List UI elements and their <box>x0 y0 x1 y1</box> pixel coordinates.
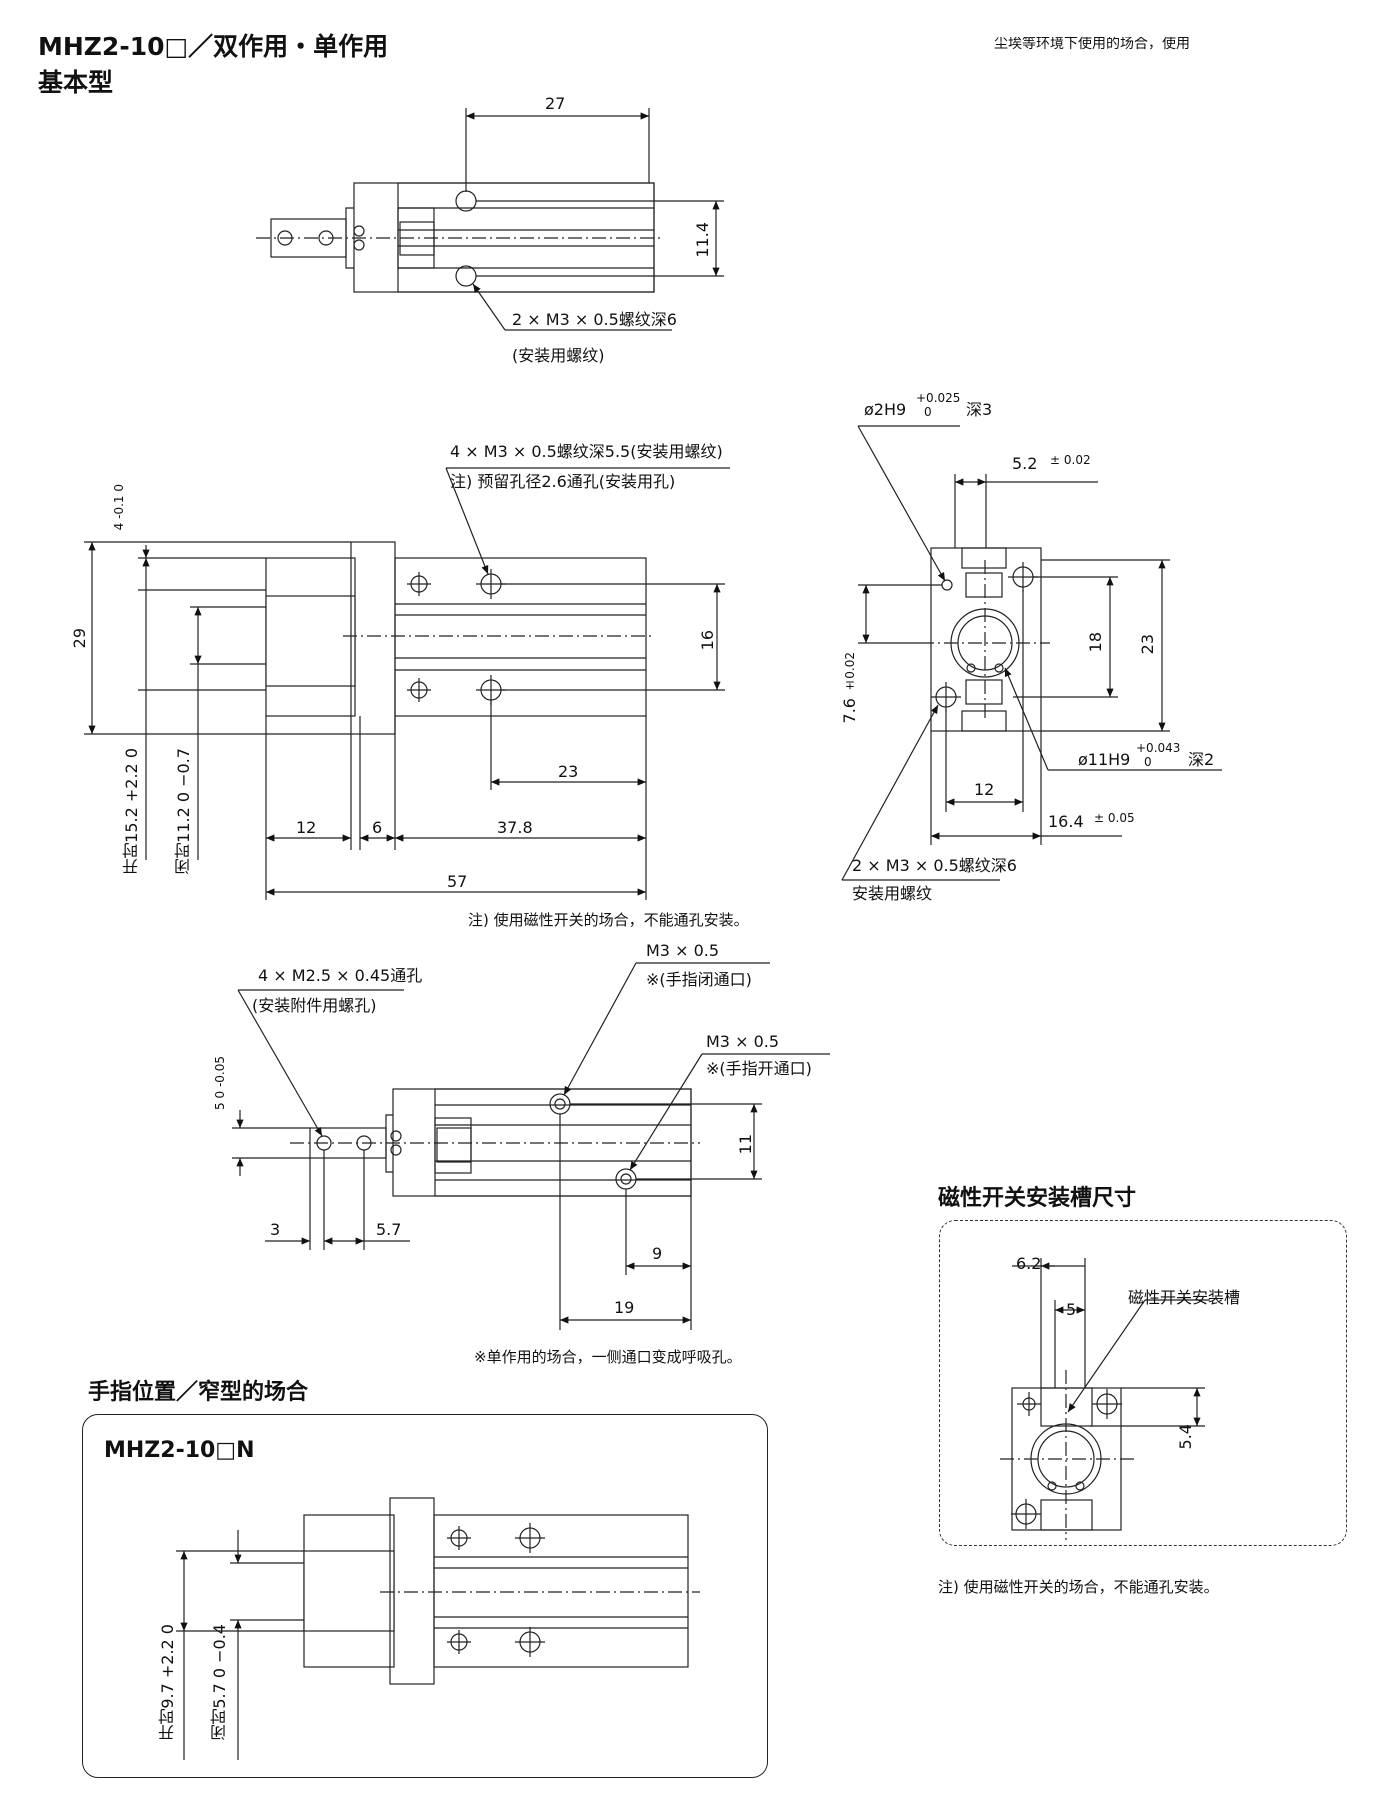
switch-dim-5: 5 <box>1066 1300 1077 1319</box>
bottom-port1-2: ※(手指闭通口) <box>646 970 752 989</box>
end-bore-tol-bot: 0 <box>1144 755 1152 769</box>
side-view-dims <box>84 467 730 900</box>
side-dim-57: 57 <box>447 872 468 891</box>
narrow-model: MHZ2-10□N <box>104 1438 255 1463</box>
model-subtitle: 基本型 <box>38 68 114 97</box>
end-bore-tol-top: +0.043 <box>1136 741 1181 755</box>
narrow-view-body <box>303 1497 700 1685</box>
cutoff-note: 尘埃等环境下使用的场合，使用 <box>994 37 1190 51</box>
end-dim-164-tol: ± 0.05 <box>1094 811 1135 825</box>
switch-footnote: 注) 使用磁性开关的场合，不能通孔安装。 <box>938 1578 1219 1596</box>
side-dim-16: 16 <box>698 630 717 651</box>
end-dim-12: 12 <box>974 780 995 799</box>
end-dim-23: 23 <box>1138 634 1157 655</box>
top-dim-27: 27 <box>545 94 566 113</box>
bottom-footnote: ※单作用的场合，一侧通口变成呼吸孔。 <box>474 1348 742 1366</box>
side-dim-tol4: 4 -0.1 0 <box>112 484 126 531</box>
end-bore-depth: 深2 <box>1188 750 1215 769</box>
end-note-2: 安装用螺纹 <box>852 884 933 903</box>
narrow-view-dims <box>176 1530 304 1760</box>
end-dim-164: 16.4 <box>1048 812 1084 831</box>
model-title: MHZ2-10□／双作用・单作用 <box>38 32 389 61</box>
end-dim-18: 18 <box>1086 632 1105 653</box>
end-hole-tol-top: +0.025 <box>916 391 961 405</box>
end-dim-52-tol: ± 0.02 <box>1050 453 1091 467</box>
side-dim-29: 29 <box>70 628 89 649</box>
side-callout-2: 注) 预留孔径2.6通孔(安装用孔) <box>450 472 676 491</box>
bottom-port2-1: M3 × 0.5 <box>706 1032 780 1051</box>
bottom-dim-9: 9 <box>652 1244 663 1263</box>
bottom-dim-11: 11 <box>736 1134 755 1155</box>
end-view-dims <box>841 425 1222 881</box>
switch-groove-label: 磁性开关安装槽 <box>1128 1288 1241 1307</box>
side-dim-open: 开时15.2 +2.2 0 <box>122 748 141 875</box>
bottom-dim-19: 19 <box>614 1298 635 1317</box>
switch-groove-frame <box>939 1220 1347 1546</box>
side-callout-1: 4 × M3 × 0.5螺纹深5.5(安装用螺纹) <box>450 442 723 461</box>
narrow-dim-close: 闭时5.7 0 −0.4 <box>210 1624 229 1741</box>
side-dim-23: 23 <box>558 762 579 781</box>
bottom-dim-57: 5.7 <box>376 1220 402 1239</box>
switch-section-title: 磁性开关安装槽尺寸 <box>938 1186 1137 1211</box>
bottom-port2-2: ※(手指开通口) <box>706 1059 812 1078</box>
end-view-body <box>920 547 1050 732</box>
top-dim-114: 11.4 <box>693 222 712 258</box>
top-note-2: (安装用螺纹) <box>512 346 605 365</box>
top-view-body <box>256 182 662 293</box>
bottom-dim-3: 3 <box>270 1220 281 1239</box>
switch-groove-body <box>1000 1370 1135 1540</box>
side-dim-close: 闭时11.2 0 −0.7 <box>174 748 193 875</box>
side-dim-6: 6 <box>372 818 383 837</box>
bottom-view-body <box>290 1088 700 1197</box>
narrow-dim-open: 开时9.7 +2.2 0 <box>158 1624 177 1741</box>
side-view-body <box>265 541 655 735</box>
switch-dim-54: 5.4 <box>1176 1424 1195 1450</box>
end-note-1: 2 × M3 × 0.5螺纹深6 <box>852 856 1017 875</box>
top-note-1: 2 × M3 × 0.5螺纹深6 <box>512 310 677 329</box>
narrow-section-title: 手指位置／窄型的场合 <box>88 1380 309 1405</box>
end-dim-76-tol: ±0.02 <box>843 652 857 693</box>
end-hole-label: ø2H9 <box>864 400 907 419</box>
switch-groove-dims <box>1012 1258 1210 1427</box>
end-bore-label: ø11H9 <box>1078 750 1131 769</box>
bottom-callout-1: 4 × M2.5 × 0.45通孔 <box>258 966 423 985</box>
bottom-dim-tol5: 5 0 -0.05 <box>213 1056 227 1110</box>
narrow-type-frame <box>82 1414 768 1778</box>
end-hole-depth: 深3 <box>966 400 993 419</box>
bottom-callout-2: (安装附件用螺孔) <box>252 996 377 1015</box>
top-view-dims <box>465 108 724 331</box>
end-dim-76: 7.6 <box>840 698 859 724</box>
side-footnote: 注) 使用磁性开关的场合，不能通孔安装。 <box>468 911 749 929</box>
side-dim-378: 37.8 <box>497 818 533 837</box>
switch-dim-62: 6.2 <box>1016 1254 1042 1273</box>
bottom-port1-1: M3 × 0.5 <box>646 941 720 960</box>
end-hole-tol-bot: 0 <box>924 405 932 419</box>
side-dim-12: 12 <box>296 818 317 837</box>
end-dim-52: 5.2 <box>1012 454 1038 473</box>
bottom-view-dims <box>232 962 830 1330</box>
